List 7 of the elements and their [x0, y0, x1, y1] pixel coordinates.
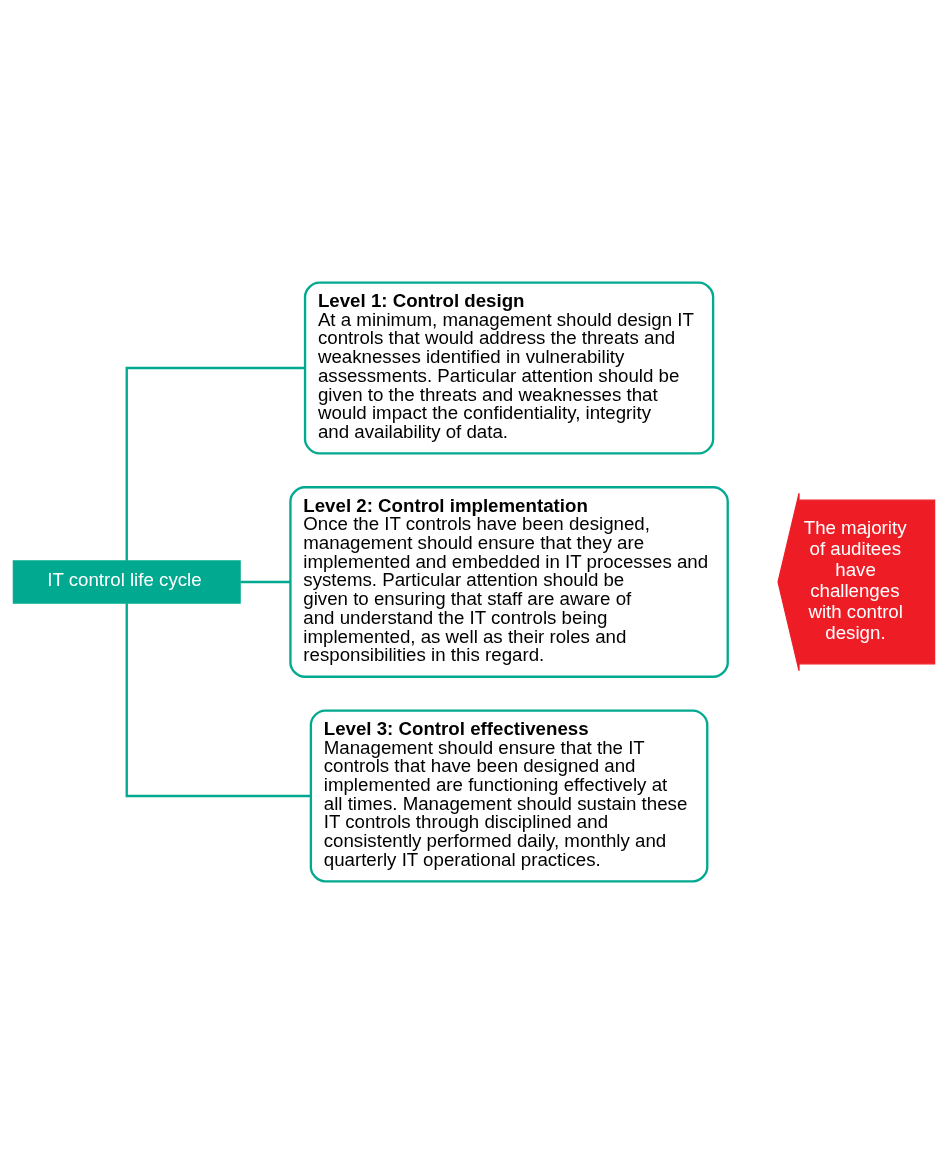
connector: [125, 602, 311, 797]
node-box: Level 1: Control design At a minimum, management should design IT controls that would address the threats and weaknesses identified in vulnerability assessments. Particular attention should be given to the threats and weaknesses that would impact the confidentiality, integrity and availability of data.: [303, 281, 715, 455]
connector: [240, 580, 291, 583]
node-box: Level 3: Control effectiveness Management should ensure that the IT controls that have been designed and implemented are functioning effectively at all times. Management should sustain these IT controls through disciplined and consistently performed daily, monthly and quarterly IT operational practices.: [309, 708, 709, 882]
node-box: IT control life cycle: [12, 559, 241, 604]
connector: [125, 366, 306, 561]
node-box: Level 2: Control implementation Once the IT controls have been designed, management should ensure that they are implemented and embedded in IT processes and systems. Particular attention should be given to ensuring that staff are aware of and understand the IT controls being implemented, as well as their roles and responsibilities in this regard.: [289, 485, 729, 678]
